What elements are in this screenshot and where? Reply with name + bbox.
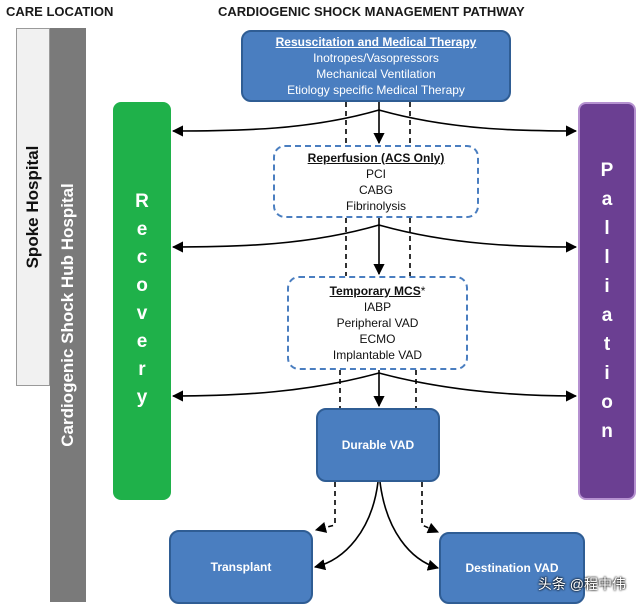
- hub-hospital-label: Cardiogenic Shock Hub Hospital: [58, 183, 77, 447]
- palliation-letter: t: [603, 334, 611, 355]
- palliation-letter: i: [604, 363, 610, 384]
- recovery-letter: R: [135, 191, 149, 212]
- recovery-letter: c: [136, 247, 148, 268]
- temporary-mcs-item: Implantable VAD: [332, 348, 423, 362]
- destination-vad-label: Destination VAD: [465, 561, 559, 575]
- transplant-label: Transplant: [210, 560, 272, 574]
- resuscitation-item: Etiology specific Medical Therapy: [287, 83, 465, 97]
- dashed-durable-to-transplant: [314, 482, 336, 533]
- hub-hospital-bar: Cardiogenic Shock Hub Hospital: [50, 28, 86, 602]
- palliation-letter: i: [604, 276, 610, 297]
- palliation-letter: P: [600, 160, 614, 181]
- reperfusion-item: PCI: [365, 166, 386, 181]
- arrow-mcs-to-palliation: [378, 372, 578, 402]
- spoke-hospital-bar: Spoke Hospital: [16, 28, 50, 386]
- pathway-title: CARDIOGENIC SHOCK MANAGEMENT PATHWAY: [218, 4, 525, 19]
- recovery-letter: e: [136, 219, 148, 240]
- recovery-letter: v: [136, 303, 148, 324]
- palliation-letter: o: [601, 392, 613, 413]
- recovery-letter: o: [136, 275, 148, 296]
- recovery-letter: e: [136, 331, 148, 352]
- temporary-mcs-item: Peripheral VAD: [336, 316, 419, 330]
- palliation-letter: l: [604, 218, 610, 239]
- reperfusion-title: Reperfusion (ACS Only): [307, 150, 445, 165]
- palliation-letter: n: [601, 421, 613, 442]
- reperfusion-item: Fibrinolysis: [345, 198, 406, 213]
- temporary-mcs-item: IABP: [363, 300, 392, 314]
- temporary-mcs-title-line: Temporary MCS*: [330, 283, 426, 299]
- durable-vad-label: Durable VAD: [341, 438, 415, 452]
- reperfusion-box: Reperfusion (ACS Only) PCI CABG Fibrinol…: [273, 145, 479, 218]
- watermark: 头条 @程中伟: [537, 576, 626, 592]
- arrow-durable-to-transplant: [313, 481, 379, 571]
- resuscitation-item: Inotropes/Vasopressors: [313, 51, 439, 65]
- palliation-letter: l: [604, 247, 610, 268]
- arrow-resus-to-recovery: [171, 109, 380, 137]
- resuscitation-title: Resuscitation and Medical Therapy: [275, 35, 477, 49]
- arrow-resus-to-palliation: [378, 109, 578, 137]
- temporary-mcs-box: Temporary MCS* IABP Peripheral VAD ECMO …: [287, 276, 468, 370]
- palliation-letter: a: [601, 189, 613, 210]
- arrow-durable-to-destination: [379, 481, 440, 571]
- recovery-letter: y: [136, 387, 148, 408]
- spoke-hospital-label: Spoke Hospital: [23, 145, 42, 269]
- arrow-reperfusion-to-palliation: [378, 224, 578, 253]
- palliation-letter: a: [601, 305, 613, 326]
- temporary-mcs-asterisk: *: [420, 284, 426, 298]
- recovery-letter: r: [138, 359, 146, 380]
- resuscitation-box: Resuscitation and Medical Therapy Inotro…: [241, 30, 511, 102]
- arrow-mcs-to-recovery: [171, 372, 380, 402]
- durable-vad-box: Durable VAD: [316, 408, 440, 482]
- reperfusion-item: CABG: [358, 182, 393, 197]
- dashed-durable-to-destination: [421, 482, 440, 534]
- arrow-reperfusion-to-recovery: [171, 224, 380, 253]
- care-location-header: CARE LOCATION: [6, 4, 114, 19]
- resuscitation-item: Mechanical Ventilation: [316, 67, 436, 81]
- transplant-box: Transplant: [169, 530, 313, 604]
- temporary-mcs-title: Temporary MCS: [329, 284, 421, 298]
- destination-vad-box: Destination VAD: [439, 532, 585, 604]
- temporary-mcs-item: ECMO: [359, 332, 396, 346]
